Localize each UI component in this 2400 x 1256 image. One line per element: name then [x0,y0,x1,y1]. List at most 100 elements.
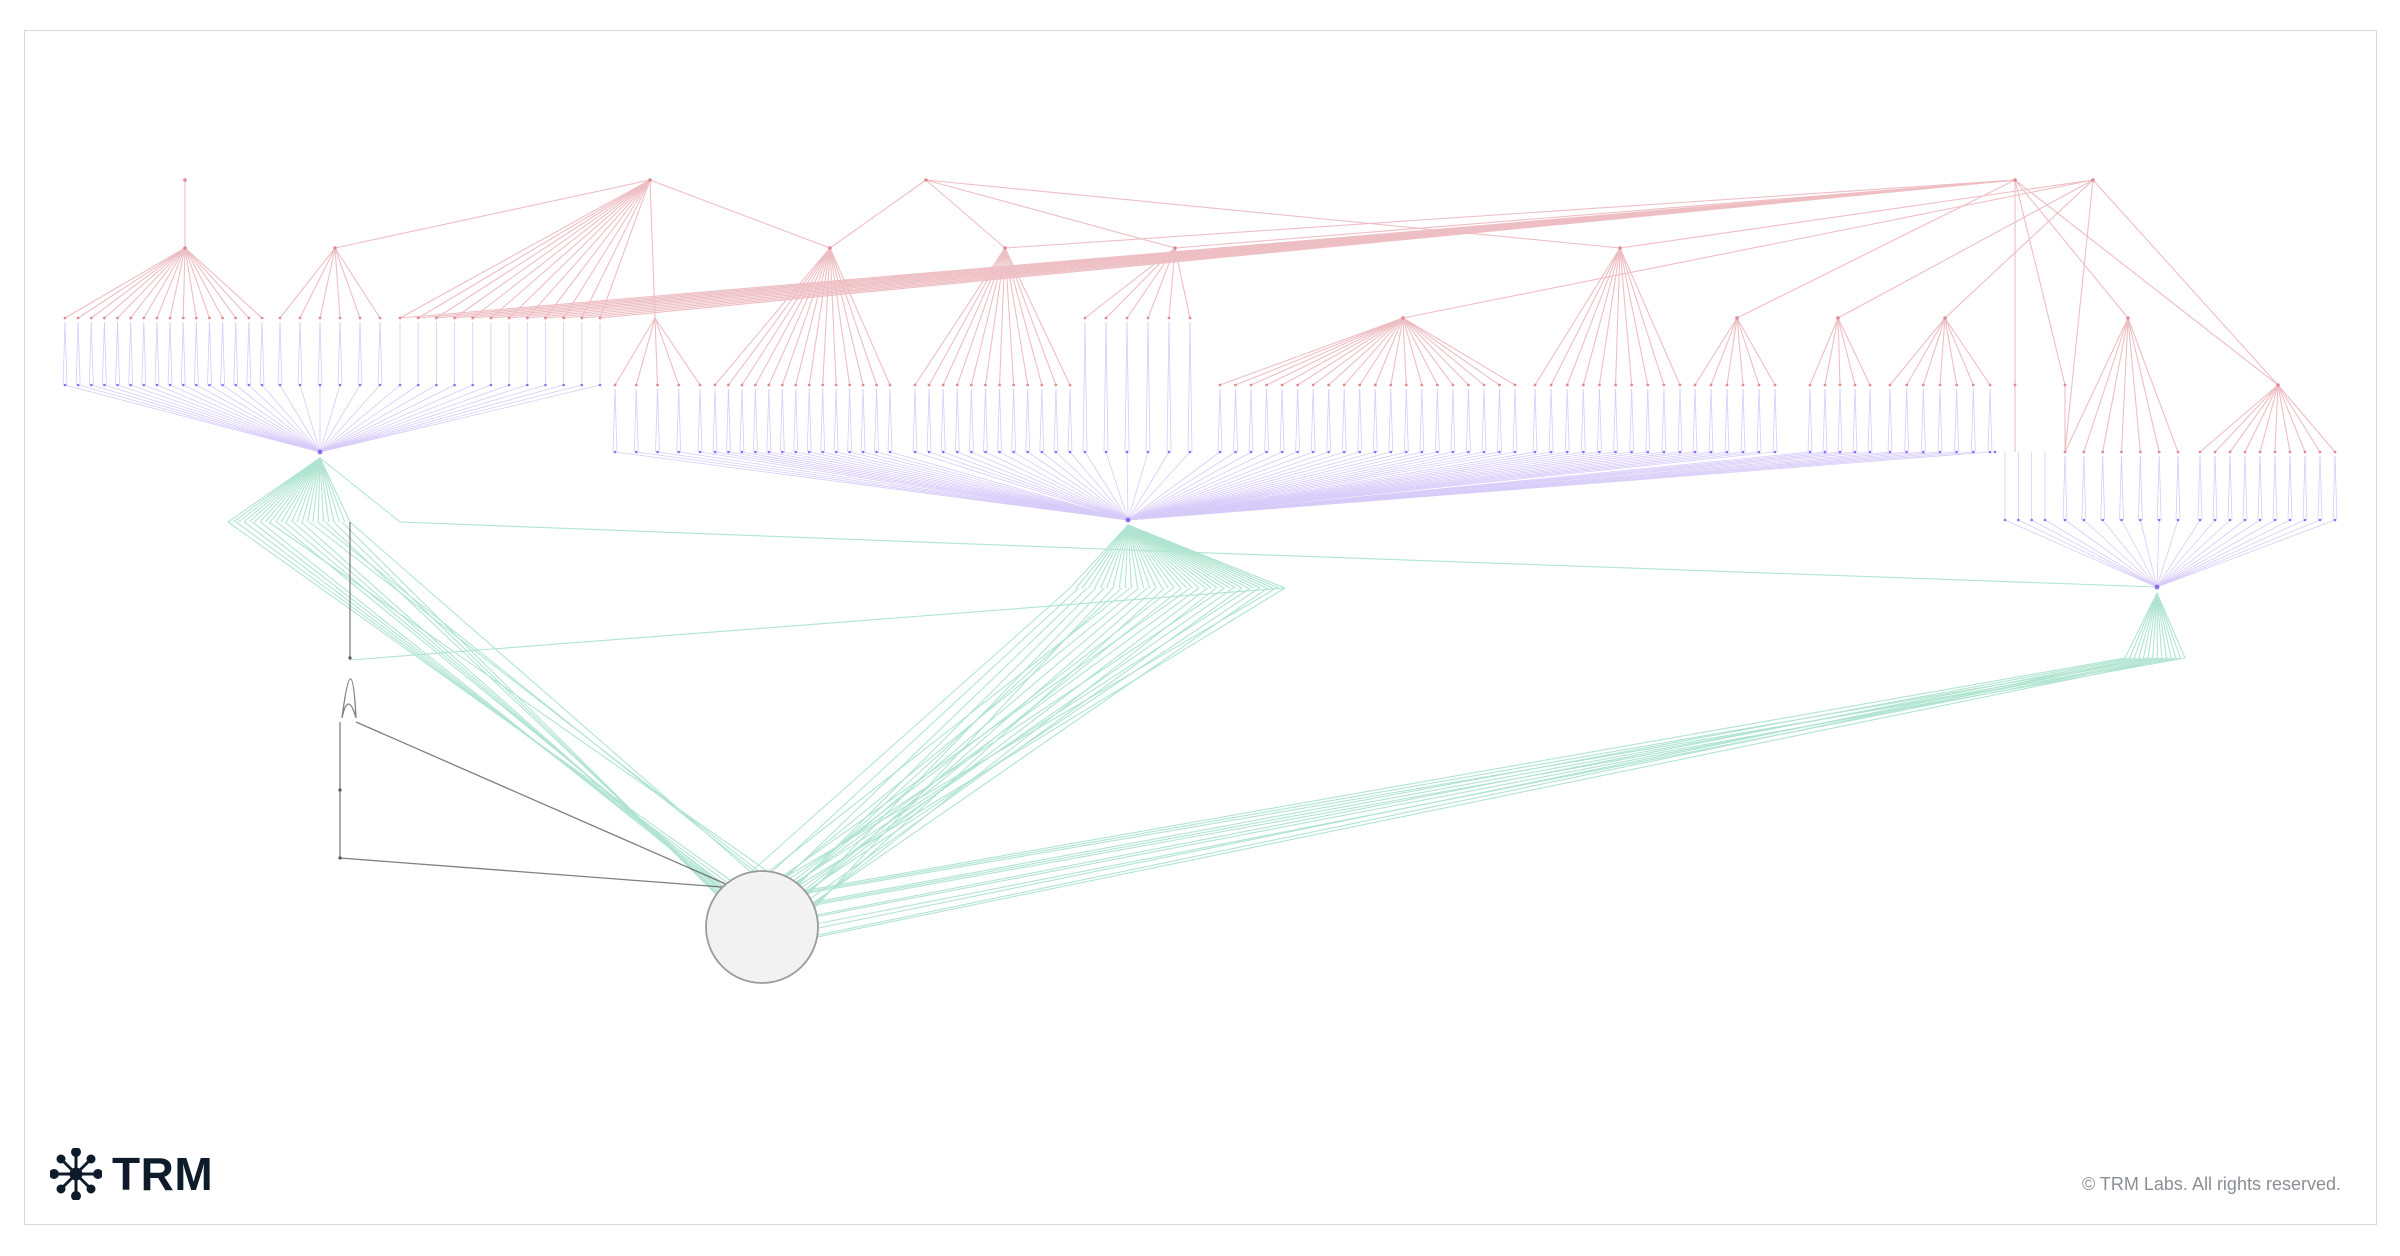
graph-node [1358,450,1362,454]
graph-node [2063,518,2067,522]
graph-node [2213,450,2217,454]
graph-node [116,316,119,320]
graph-node [221,316,225,320]
graph-node [1498,383,1501,387]
graph-node [1104,450,1108,454]
graph-node [781,450,784,454]
graph-node [2258,518,2262,522]
graph-node [489,316,493,320]
graph-node [129,316,133,320]
graph-node [1401,316,1405,320]
graph-node [984,450,987,454]
graph-node [398,383,402,387]
graph-node [984,383,987,387]
graph-node [1988,450,1992,454]
graph-node [1678,450,1682,454]
graph-node [260,316,264,320]
graph-node [208,316,211,320]
graph-node [2091,178,2095,182]
graph-node [1888,383,1892,387]
graph-node [2213,518,2217,522]
graph-node [1173,246,1177,250]
graph-node [2043,518,2047,522]
graph-node [234,316,238,320]
graph-node [1026,450,1030,454]
graph-node [1311,383,1315,387]
graph-node [1853,383,1857,387]
graph-node [1342,383,1346,387]
graph-node [913,450,917,454]
graph-node [1853,450,1857,454]
graph-node [848,383,852,387]
graph-node [780,383,784,387]
graph-node [1436,450,1439,454]
graph-node [333,246,337,250]
graph-node [1693,383,1697,387]
graph-node [2082,518,2086,522]
graph-node [713,383,717,387]
graph-node [1003,246,1007,250]
graph-node [63,316,67,320]
graph-node [1125,316,1129,320]
graph-node [998,450,1001,454]
copyright-text: © TRM Labs. All rights reserved. [2081,1174,2341,1194]
brand-logo: TRM [50,1148,213,1200]
graph-node [875,450,878,454]
graph-node [2017,518,2020,522]
graph-node [318,383,322,387]
graph-node [1234,450,1237,454]
graph-node [2138,450,2142,454]
graph-node [970,450,973,454]
graph-canvas-frame [24,30,2377,1225]
graph-node [2258,450,2262,454]
graph-node [89,316,93,320]
graph-node [2013,383,2017,387]
graph-node [1265,383,1268,387]
graph-node [1757,383,1761,387]
graph-node [2013,178,2017,182]
graph-node [195,383,198,387]
graph-node [544,383,547,387]
graph-node [544,316,547,320]
graph-node [807,383,811,387]
graph-node [1549,450,1553,454]
graph-node [875,383,878,387]
graph-node [1836,316,1840,320]
graph-node [1068,450,1072,454]
graph-node [1467,383,1470,387]
graph-node [221,383,224,387]
graph-node [1167,450,1171,454]
graph-node [1482,383,1486,387]
graph-node [727,383,730,387]
graph-node [247,316,251,320]
graph-node [298,383,302,387]
graph-node [1735,316,1739,320]
graph-node [1083,450,1087,454]
graph-node [698,450,702,454]
graph-node [1167,316,1171,320]
graph-node [848,450,851,454]
graph-node [1451,450,1455,454]
graph-node [924,178,928,182]
graph-node [998,383,1001,387]
graph-node [208,383,211,387]
graph-node [613,383,617,387]
graph-node [1938,383,1942,387]
graph-node [1646,450,1650,454]
graph-node [1533,450,1537,454]
graph-node [941,450,945,454]
graph-node [1741,383,1745,387]
graph-node [2318,450,2322,454]
graph-node [1054,450,1058,454]
graph-node [1773,383,1777,387]
graph-node [2243,450,2247,454]
graph-node [1630,383,1634,387]
graph-node [453,383,456,387]
graph-node [1373,450,1377,454]
graph-node [698,383,702,387]
graph-node [348,656,352,660]
address-cluster [705,870,819,984]
graph-node [1921,383,1925,387]
graph-node [168,316,172,320]
